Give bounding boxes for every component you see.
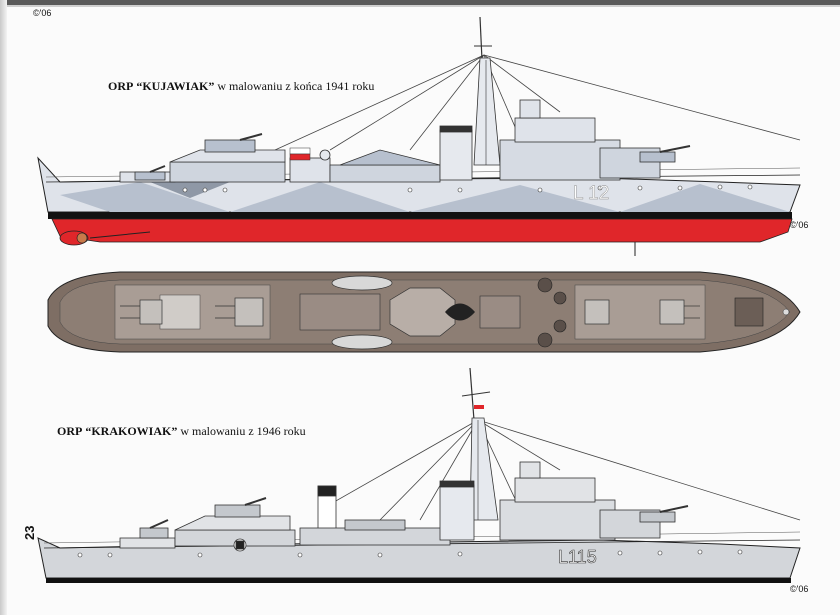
copyright-mark-ship2: ©'06	[790, 584, 809, 594]
ship1-plan-fittings	[537, 277, 567, 348]
ship2-caption: ORP “KRAKOWIAK” w malowaniu z 1946 roku	[57, 424, 306, 439]
ship1-caption-text: w malowaniu z końca 1941 roku	[217, 79, 375, 93]
ship1-caption: ORP “KUJAWIAK” w malowaniu z końca 1941 …	[108, 79, 374, 94]
ship1-name: “KUJAWIAK”	[136, 79, 215, 93]
page-fold-shadow	[0, 0, 7, 615]
ship1-ensign-icon	[289, 147, 311, 161]
ship2-portholes	[77, 549, 743, 558]
ship1-prefix: ORP	[108, 79, 134, 93]
ship1-plan-turrets	[120, 297, 700, 327]
ship1-mast	[473, 16, 501, 166]
ship2-superstructure	[119, 461, 689, 552]
ship2-prefix: ORP	[57, 424, 83, 438]
ship1-portholes	[182, 184, 753, 193]
page-top-edge-shadow	[0, 5, 840, 7]
ship1-boat-port	[331, 275, 393, 291]
ship1-plan-view	[47, 271, 801, 353]
copyright-mark-top: ©'06	[33, 8, 52, 18]
ship1-superstructure	[119, 99, 691, 183]
ship2-pennant: L115	[558, 547, 597, 567]
copyright-mark-ship1: ©'06	[790, 220, 809, 230]
ship1-rigging	[274, 54, 801, 151]
ship1-pennant: L 12	[573, 183, 609, 204]
ship1-boat-starboard	[331, 334, 393, 350]
ship1-profile: L 12	[37, 16, 801, 256]
page-top-edge	[0, 0, 840, 5]
ship2-profile: L115	[37, 367, 801, 583]
ship2-caption-text: w malowaniu z 1946 roku	[180, 424, 306, 438]
ship2-name: “KRAKOWIAK”	[85, 424, 178, 438]
